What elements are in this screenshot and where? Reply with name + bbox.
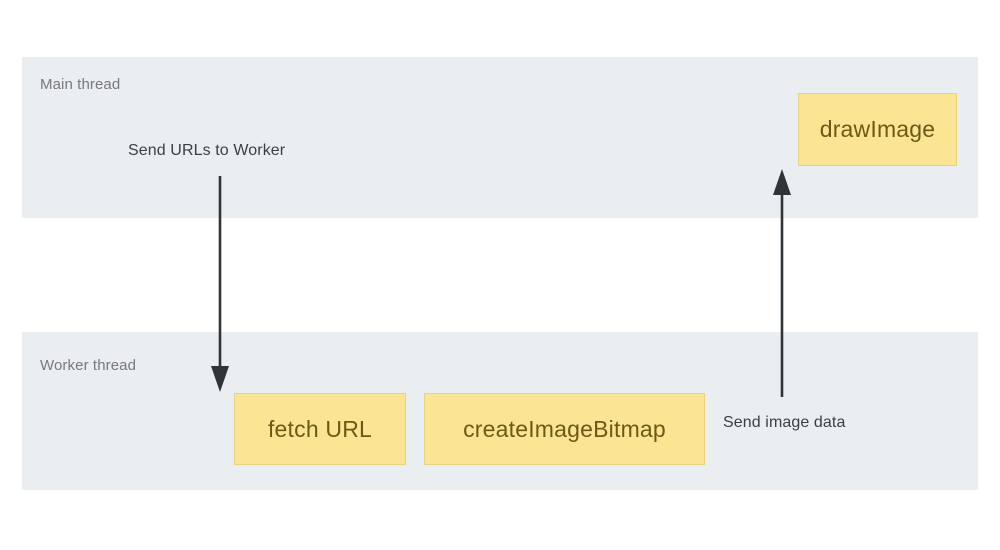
lane-label-worker-thread: Worker thread bbox=[40, 357, 137, 374]
process-box-drawimage: drawImage bbox=[798, 93, 957, 166]
process-box-fetch-url: fetch URL bbox=[234, 393, 406, 465]
arrow-label-send-image-data: Send image data bbox=[723, 414, 846, 431]
process-box-create-image-bitmap: createImageBitmap bbox=[424, 393, 705, 465]
arrow-up-send-image-data bbox=[773, 169, 791, 397]
lane-label-main-thread: Main thread bbox=[40, 76, 121, 93]
arrow-down-send-urls bbox=[211, 176, 229, 392]
arrow-label-send-urls-to-worker: Send URLs to Worker bbox=[128, 142, 286, 159]
